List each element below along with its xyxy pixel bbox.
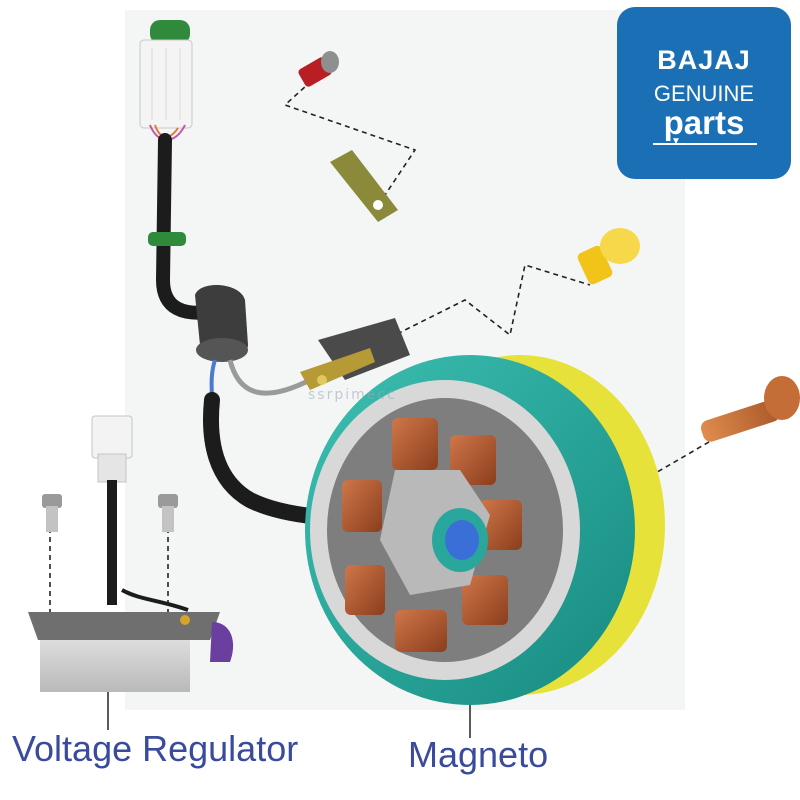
grommet xyxy=(148,232,186,246)
pickup-sensor xyxy=(300,318,410,390)
wire-connector-top xyxy=(139,20,193,141)
regulator-bolt-right-icon xyxy=(158,494,178,532)
logo-arrow-icon: ▼ xyxy=(671,136,681,147)
magneto-assembly xyxy=(305,355,665,705)
cable-elbow-grommet xyxy=(195,284,248,362)
bracket-plate xyxy=(330,150,398,222)
copper-bolt-icon xyxy=(700,376,800,442)
logo-underline xyxy=(653,143,757,145)
logo-brand-text: BAJAJ xyxy=(657,45,751,75)
label-magneto: Magneto xyxy=(408,734,549,775)
red-screw-icon xyxy=(298,51,339,87)
yellow-bolt-icon xyxy=(577,228,640,285)
voltage-regulator-unit xyxy=(28,612,234,692)
label-voltage-regulator: Voltage Regulator xyxy=(12,728,299,769)
watermark-text: ssrpimecc xyxy=(308,387,397,403)
regulator-connector xyxy=(91,415,189,612)
bajaj-genuine-parts-logo: BAJAJ GENUINE parts ▼ xyxy=(617,7,791,179)
logo-genuine-text: GENUINE xyxy=(653,81,755,106)
logo-parts-text: parts xyxy=(663,104,745,141)
regulator-bolt-left-icon xyxy=(42,494,62,532)
